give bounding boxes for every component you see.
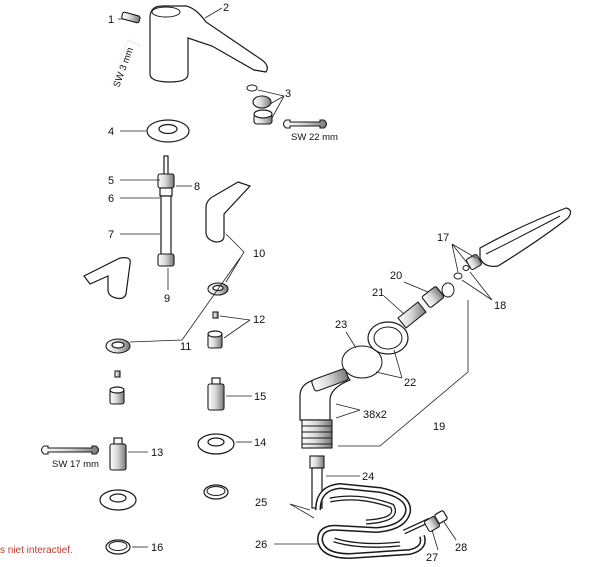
label-4: 4 bbox=[108, 126, 114, 138]
part-21-sleeve bbox=[397, 301, 427, 329]
part-16-ring bbox=[105, 539, 131, 555]
part-22-ring bbox=[341, 321, 409, 379]
part-28-seal bbox=[434, 510, 448, 524]
label-25: 25 bbox=[255, 497, 267, 509]
label-8: 8 bbox=[194, 181, 200, 193]
handle-right bbox=[205, 181, 252, 243]
label-10: 10 bbox=[253, 248, 265, 260]
label-21: 21 bbox=[372, 287, 384, 299]
part-3-aerator bbox=[246, 84, 273, 125]
label-6: 6 bbox=[108, 193, 114, 205]
label-2: 2 bbox=[223, 2, 229, 14]
tool-label-sw22: SW 22 mm bbox=[291, 132, 338, 143]
label-3: 3 bbox=[285, 88, 291, 100]
allen-key-icon bbox=[111, 39, 141, 85]
status-text: s niet interactief. bbox=[0, 545, 73, 556]
part-1-set-screw bbox=[118, 11, 141, 24]
part-2-spout bbox=[149, 5, 268, 83]
part-14-flange bbox=[197, 433, 235, 455]
tool-label-sw17: SW 17 mm bbox=[52, 459, 99, 470]
part-13-valve bbox=[109, 437, 127, 471]
label-17: 17 bbox=[437, 232, 449, 244]
part-26-hose bbox=[315, 482, 432, 560]
label-22: 22 bbox=[404, 377, 416, 389]
wrench-17-icon bbox=[40, 445, 100, 455]
handle-left bbox=[83, 257, 131, 300]
label-12: 12 bbox=[253, 314, 265, 326]
label-15: 15 bbox=[254, 391, 266, 403]
part-20-nut bbox=[421, 282, 455, 308]
wrench-22-icon bbox=[282, 119, 328, 129]
label-18: 18 bbox=[494, 300, 506, 312]
label-23: 23 bbox=[335, 319, 347, 331]
label-5: 5 bbox=[108, 175, 114, 187]
label-7: 7 bbox=[108, 229, 114, 241]
part-11-ring bbox=[105, 338, 131, 354]
label-1: 1 bbox=[108, 14, 114, 26]
label-19: 19 bbox=[433, 421, 445, 433]
left-insert bbox=[109, 370, 125, 405]
label-20: 20 bbox=[390, 270, 402, 282]
label-28: 28 bbox=[455, 542, 467, 554]
label-11: 11 bbox=[180, 341, 191, 353]
part-15-valve bbox=[207, 377, 225, 411]
part-18-seals bbox=[453, 265, 470, 280]
part-12-insert bbox=[207, 311, 223, 349]
part-7-cartridge bbox=[157, 155, 175, 267]
ring-small-right bbox=[203, 484, 229, 500]
label-27: 27 bbox=[426, 552, 438, 564]
label-16: 16 bbox=[151, 542, 163, 554]
label-14: 14 bbox=[254, 437, 266, 449]
part-hand-shower bbox=[465, 207, 572, 271]
label-13: 13 bbox=[151, 447, 163, 459]
tool-label-sw3: SW 3 mm bbox=[111, 46, 136, 89]
label-24: 24 bbox=[362, 471, 374, 483]
flange-left bbox=[99, 489, 137, 511]
part-hose-guide bbox=[299, 368, 351, 449]
label-38: 38x2 bbox=[363, 409, 387, 421]
part-4-flange bbox=[146, 119, 190, 143]
label-9: 9 bbox=[164, 293, 170, 305]
label-26: 26 bbox=[255, 539, 267, 551]
